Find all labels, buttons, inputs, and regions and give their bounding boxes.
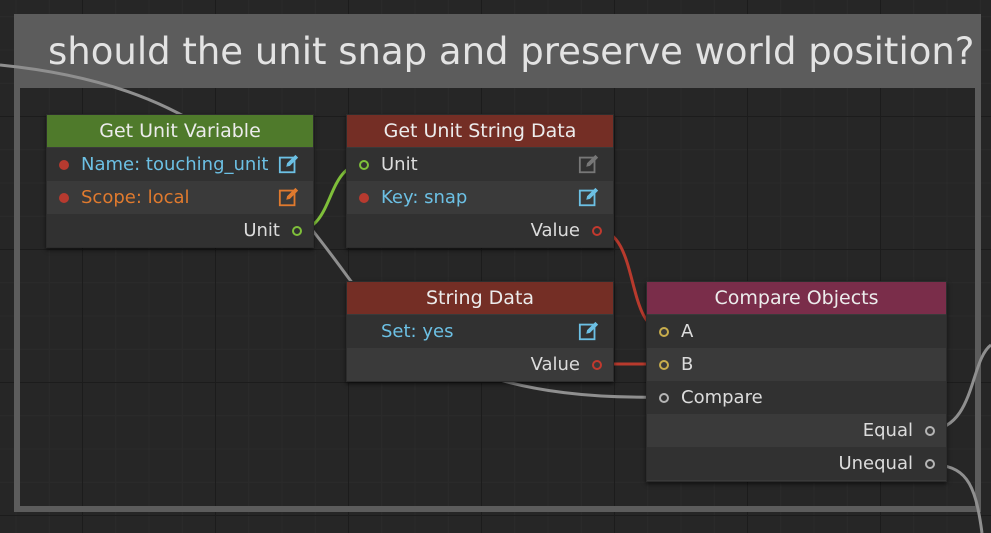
input-unit-label: Unit — [381, 154, 418, 175]
param-row-set[interactable]: Set: yes — [347, 315, 613, 348]
node-title: Get Unit Variable — [47, 115, 313, 147]
param-dot — [59, 160, 69, 170]
input-port-compare[interactable] — [659, 393, 669, 403]
node-get-unit-variable[interactable]: Get Unit Variable Name: touching_unit Sc… — [46, 114, 314, 248]
param-dot — [59, 193, 69, 203]
node-title: String Data — [347, 282, 613, 314]
output-port-value[interactable] — [592, 360, 602, 370]
output-port-equal[interactable] — [925, 426, 935, 436]
input-row-compare: Compare — [647, 381, 946, 414]
input-a-label: A — [681, 321, 694, 342]
edit-icon[interactable] — [578, 186, 600, 208]
param-row-name[interactable]: Name: touching_unit — [47, 148, 313, 181]
edit-icon[interactable] — [278, 186, 300, 208]
output-port-value[interactable] — [592, 226, 602, 236]
param-name-label: Name: touching_unit — [81, 154, 269, 175]
output-port-unequal[interactable] — [925, 459, 935, 469]
input-row-a: A — [647, 315, 946, 348]
output-unit-label: Unit — [243, 220, 280, 241]
param-row-scope[interactable]: Scope: local — [47, 181, 313, 214]
input-row-unit: Unit — [347, 148, 613, 181]
input-compare-label: Compare — [681, 387, 763, 408]
output-value-label: Value — [530, 354, 580, 375]
edit-icon[interactable] — [578, 153, 600, 175]
output-unequal-label: Unequal — [838, 453, 913, 474]
output-port-unit[interactable] — [292, 226, 302, 236]
param-dot — [359, 193, 369, 203]
output-row-unequal: Unequal — [647, 447, 946, 480]
node-compare-objects[interactable]: Compare Objects A B Compare Equal Unequa… — [646, 281, 947, 482]
output-row-value: Value — [347, 214, 613, 247]
output-row-unit: Unit — [47, 214, 313, 247]
input-port-unit[interactable] — [359, 160, 369, 170]
edit-icon[interactable] — [578, 320, 600, 342]
input-row-b: B — [647, 348, 946, 381]
output-equal-label: Equal — [862, 420, 913, 441]
param-row-key[interactable]: Key: snap — [347, 181, 613, 214]
node-title: Compare Objects — [647, 282, 946, 314]
input-port-b[interactable] — [659, 360, 669, 370]
input-port-a[interactable] — [659, 327, 669, 337]
param-key-label: Key: snap — [381, 187, 468, 208]
node-string-data[interactable]: String Data Set: yes Value — [346, 281, 614, 382]
output-row-value: Value — [347, 348, 613, 381]
comment-title: should the unit snap and preserve world … — [48, 30, 975, 73]
input-b-label: B — [681, 354, 694, 375]
param-scope-label: Scope: local — [81, 187, 190, 208]
output-row-equal: Equal — [647, 414, 946, 447]
param-set-label: Set: yes — [381, 321, 454, 342]
edit-icon[interactable] — [278, 153, 300, 175]
output-value-label: Value — [530, 220, 580, 241]
node-get-unit-string-data[interactable]: Get Unit String Data Unit Key: snap Valu… — [346, 114, 614, 248]
node-title: Get Unit String Data — [347, 115, 613, 147]
